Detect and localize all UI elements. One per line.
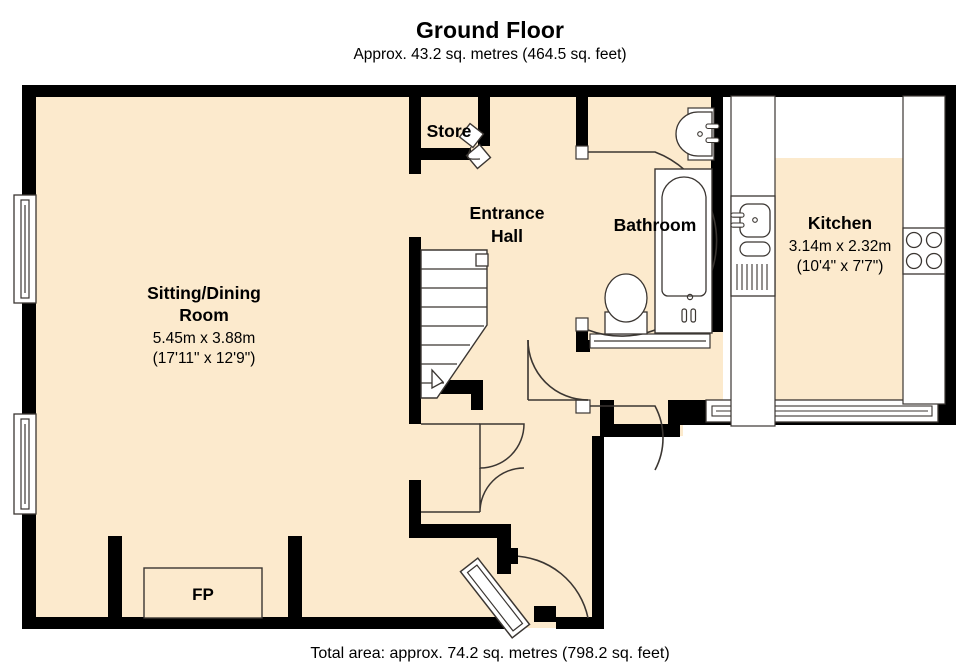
kitchen-dim-metric: 3.14m x 2.32m [789,238,892,255]
toilet [604,273,648,335]
room-labels: Sitting/Dining Room 5.45m x 3.88m (17'11… [147,121,891,367]
wall-exterior-bottom-left [22,617,512,629]
wall-jamb-bath-door-top [576,140,588,150]
kitchen-name: Kitchen [808,213,872,233]
entrance-hall-name-line1: Entrance [470,203,545,223]
wall-stair-nib2 [471,380,483,410]
windows [13,194,939,515]
wall-hall-right-a [592,436,604,556]
wall-exterior-top [22,85,956,97]
hall-left-arc [527,339,589,401]
window-left-upper [13,194,37,304]
kitchen-fixtures [730,95,946,427]
room-label-kitchen: Kitchen 3.14m x 2.32m (10'4" x 7'7") [789,213,892,275]
wall-kitchen-hall-divide [600,424,680,437]
room-label-store: Store [427,121,472,141]
draining-board [736,264,768,290]
wall-chimney-stub-left [108,536,122,618]
store-door [458,122,492,170]
doors [421,122,718,639]
bathroom-name: Bathroom [614,215,697,235]
hob [902,227,946,275]
staircase [420,249,489,399]
wall-store-left [409,96,421,174]
store-name: Store [427,121,472,141]
entrance-hall-name-line2: Hall [491,226,523,246]
front-door [459,548,589,639]
bathroom-fixtures [604,107,720,335]
sitting-room-dim-metric: 5.45m x 3.88m [153,330,256,347]
hall-door [575,399,664,471]
wall-store-bottom [409,148,471,160]
double-doors-sitting-room [421,423,525,513]
wall-exterior-left-c [22,513,36,629]
window-bathroom [589,333,711,349]
wall-chimney-stub-right [288,536,302,618]
kitchen-sink [730,195,776,297]
page-title: Ground Floor [415,17,565,43]
staircase-break-arrow [431,368,445,390]
fireplace-label: FP [192,585,214,604]
fireplace: FP [143,567,263,619]
sitting-room-name-line2: Room [179,305,229,325]
kitchen-dim-imperial: (10'4" x 7'7") [797,258,884,275]
wall-exterior-left-a [22,85,36,195]
wall-sitting-hall-stub [409,524,511,538]
wall-exterior-bottom-right [556,617,604,629]
wall-bath-bottom-left [576,340,590,352]
sitting-room-name-line1: Sitting/Dining [147,283,261,303]
bath [654,168,713,334]
wall-exterior-right [944,85,956,425]
room-label-entrance-hall: Entrance Hall [470,203,545,246]
page-subtitle: Approx. 43.2 sq. metres (464.5 sq. feet) [353,46,627,63]
room-label-bathroom: Bathroom [614,215,697,235]
wall-hall-right-b [592,556,604,618]
wall-jamb-hall-a [409,410,421,424]
window-left-lower [13,413,37,515]
wall-exterior-left-b [22,302,36,414]
wall-sitting-hall-a [409,237,421,422]
sitting-room-dim-imperial: (17'11" x 12'9") [153,350,256,367]
wall-hall-bath-upper [576,96,588,146]
total-area-footer: Total area: approx. 74.2 sq. metres (798… [310,645,670,662]
wall-sitting-hall-b [409,480,421,536]
wash-basin [675,107,720,161]
floor-fill-kitchen [775,158,906,404]
staircase-newel [475,253,489,267]
floor-fill-main [22,96,723,628]
room-label-sitting-dining: Sitting/Dining Room 5.45m x 3.88m (17'11… [147,283,261,367]
